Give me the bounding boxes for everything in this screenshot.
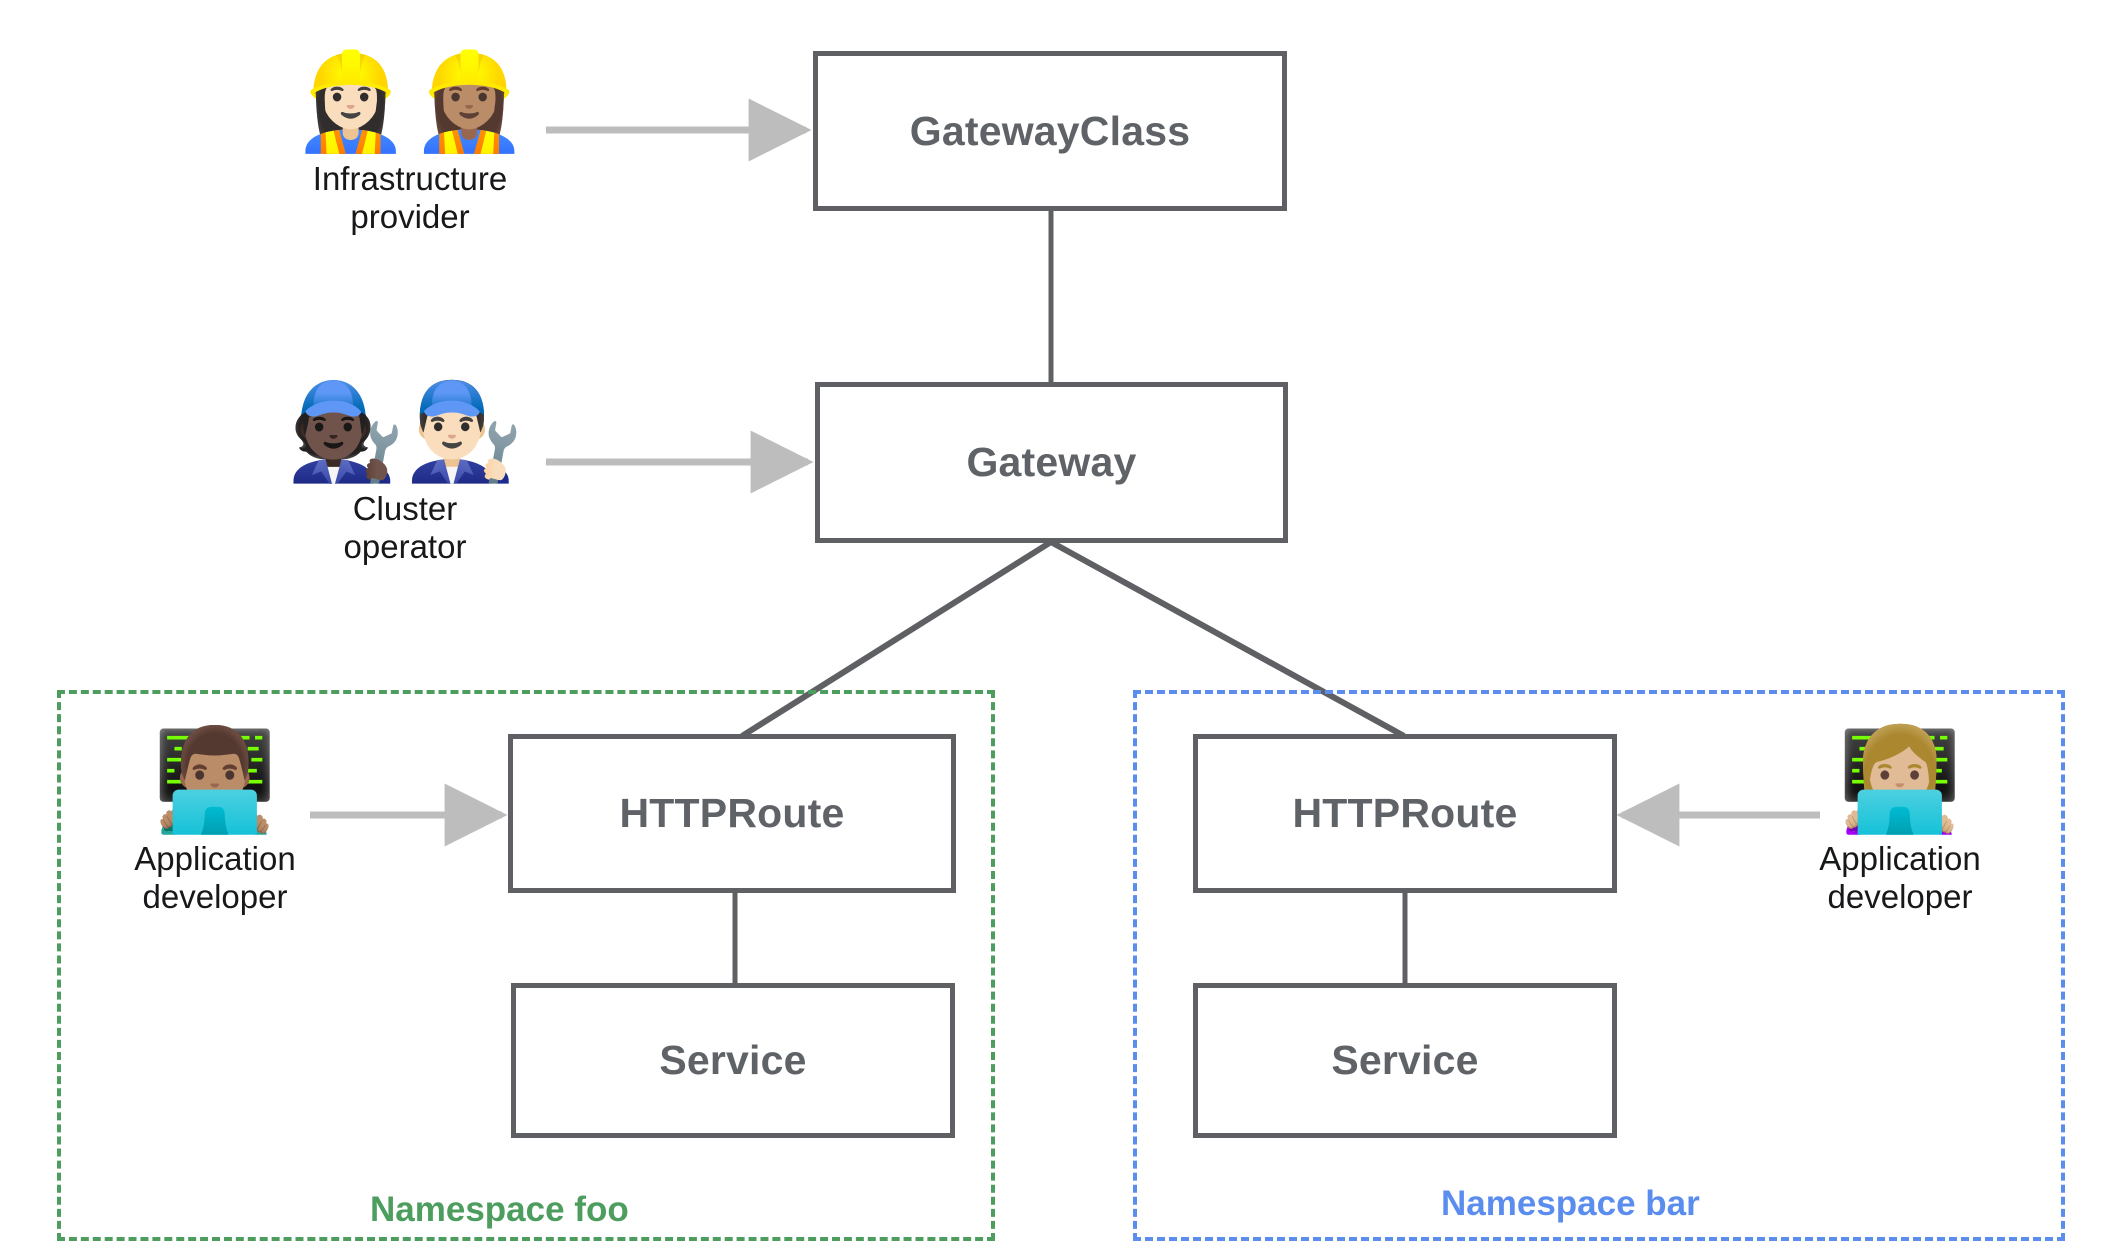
- cluster-operator-emojis: 🧑🏿‍🔧 👨🏻‍🔧: [287, 385, 524, 480]
- persona-infrastructure-provider: 👷🏻‍♀️ 👷🏽‍♀️ Infrastructure provider: [260, 55, 560, 236]
- service-foo-label: Service: [659, 1037, 807, 1083]
- namespace-bar-label: Namespace bar: [1441, 1184, 1700, 1223]
- gatewayclass-label: GatewayClass: [909, 107, 1191, 154]
- construction-worker-woman-light-icon: 👷🏻‍♀️: [291, 47, 410, 157]
- gatewayclass-box[interactable]: GatewayClass: [813, 51, 1287, 211]
- service-bar-label: Service: [1331, 1037, 1479, 1083]
- httproute-bar-box[interactable]: HTTPRoute: [1193, 734, 1617, 893]
- namespace-foo-container: [57, 690, 995, 1241]
- service-bar-box[interactable]: Service: [1193, 983, 1617, 1138]
- httproute-foo-box[interactable]: HTTPRoute: [508, 734, 956, 893]
- application-developer-foo-caption: Application developer: [134, 840, 296, 915]
- construction-worker-woman-medium-icon: 👷🏽‍♀️: [410, 47, 529, 157]
- persona-application-developer-foo: 👨🏽‍💻 Application developer: [95, 730, 335, 916]
- infrastructure-provider-emojis: 👷🏻‍♀️ 👷🏽‍♀️: [292, 55, 529, 150]
- service-foo-box[interactable]: Service: [511, 983, 955, 1138]
- namespace-foo-label: Namespace foo: [370, 1190, 629, 1229]
- gateway-label: Gateway: [966, 439, 1137, 485]
- application-developer-bar-emojis: 👩🏼‍💻: [1838, 730, 1963, 830]
- infrastructure-provider-caption: Infrastructure provider: [312, 160, 508, 235]
- application-developer-foo-emojis: 👨🏽‍💻: [153, 730, 278, 830]
- gateway-box[interactable]: Gateway: [815, 382, 1288, 543]
- application-developer-bar-caption: Application developer: [1819, 840, 1981, 915]
- httproute-bar-label: HTTPRoute: [1292, 790, 1518, 836]
- mechanic-dark-icon: 🧑🏿‍🔧: [286, 377, 405, 487]
- namespace-bar-container: [1133, 690, 2065, 1241]
- mechanic-man-light-icon: 👨🏻‍🔧: [405, 377, 524, 487]
- technologist-woman-blonde-icon: 👩🏼‍💻: [1837, 721, 1963, 838]
- httproute-foo-label: HTTPRoute: [619, 790, 845, 836]
- cluster-operator-caption: Cluster operator: [343, 490, 467, 565]
- technologist-man-medium-icon: 👨🏽‍💻: [152, 721, 278, 838]
- persona-cluster-operator: 🧑🏿‍🔧 👨🏻‍🔧 Cluster operator: [255, 385, 555, 566]
- persona-application-developer-bar: 👩🏼‍💻 Application developer: [1780, 730, 2020, 916]
